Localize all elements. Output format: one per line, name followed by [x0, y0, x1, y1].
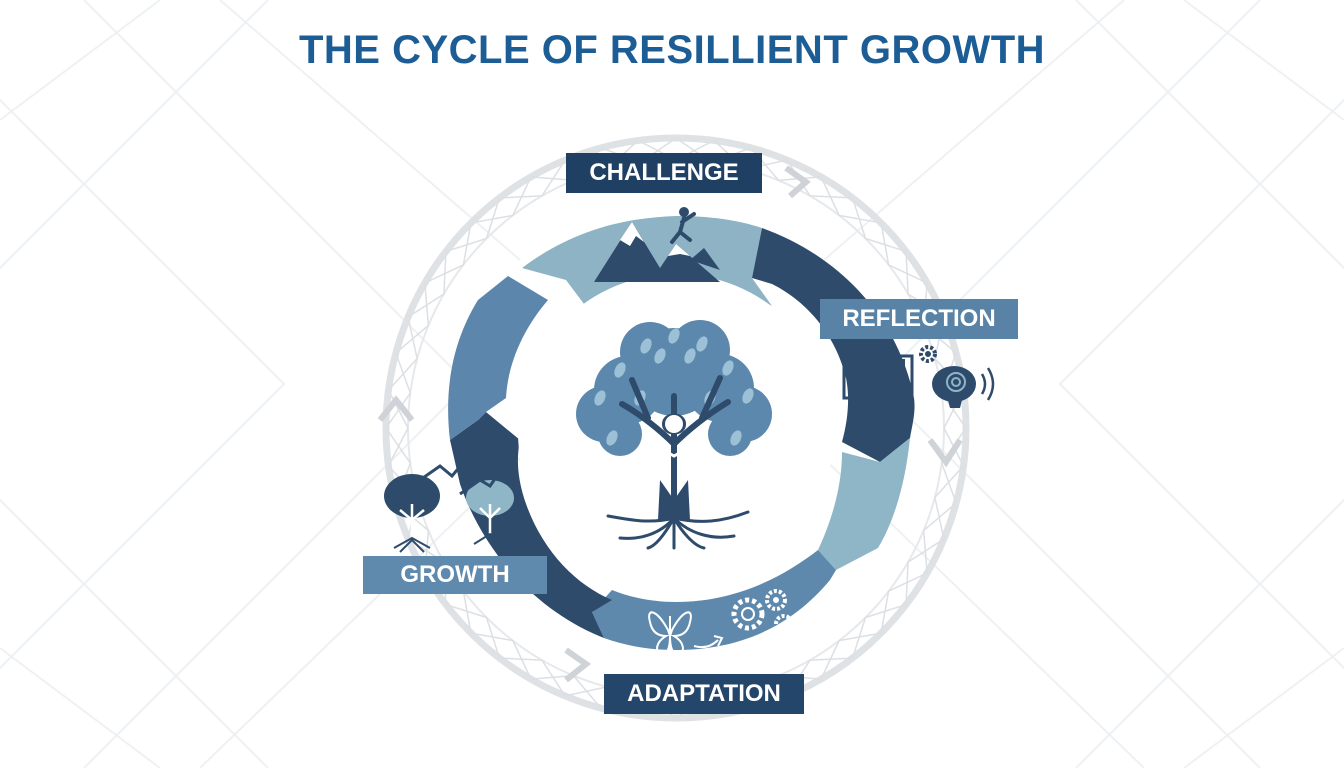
signal-waves-icon	[982, 368, 993, 400]
outer-arrowhead-right	[930, 440, 960, 462]
brain-icon	[932, 366, 976, 408]
stage-label-reflection: REFLECTION	[820, 299, 1018, 339]
stage-label-adaptation: ADAPTATION	[604, 674, 804, 714]
stage-label-growth: GROWTH	[363, 556, 547, 594]
outer-arrowhead-bottom	[566, 650, 586, 680]
stage-label-challenge: CHALLENGE	[566, 153, 762, 193]
